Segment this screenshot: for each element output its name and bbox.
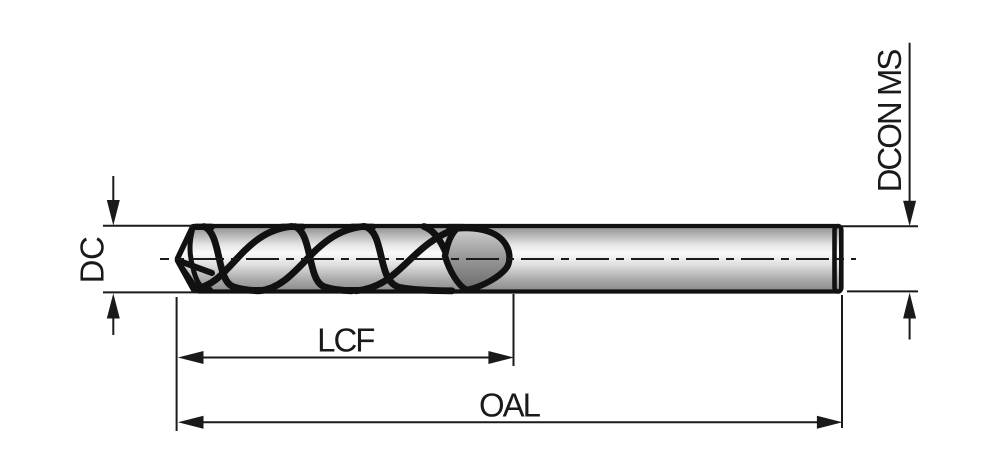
svg-text:OAL: OAL — [479, 386, 541, 423]
svg-text:DCON MS: DCON MS — [871, 50, 908, 193]
svg-text:DC: DC — [74, 237, 111, 284]
svg-text:LCF: LCF — [317, 321, 374, 358]
